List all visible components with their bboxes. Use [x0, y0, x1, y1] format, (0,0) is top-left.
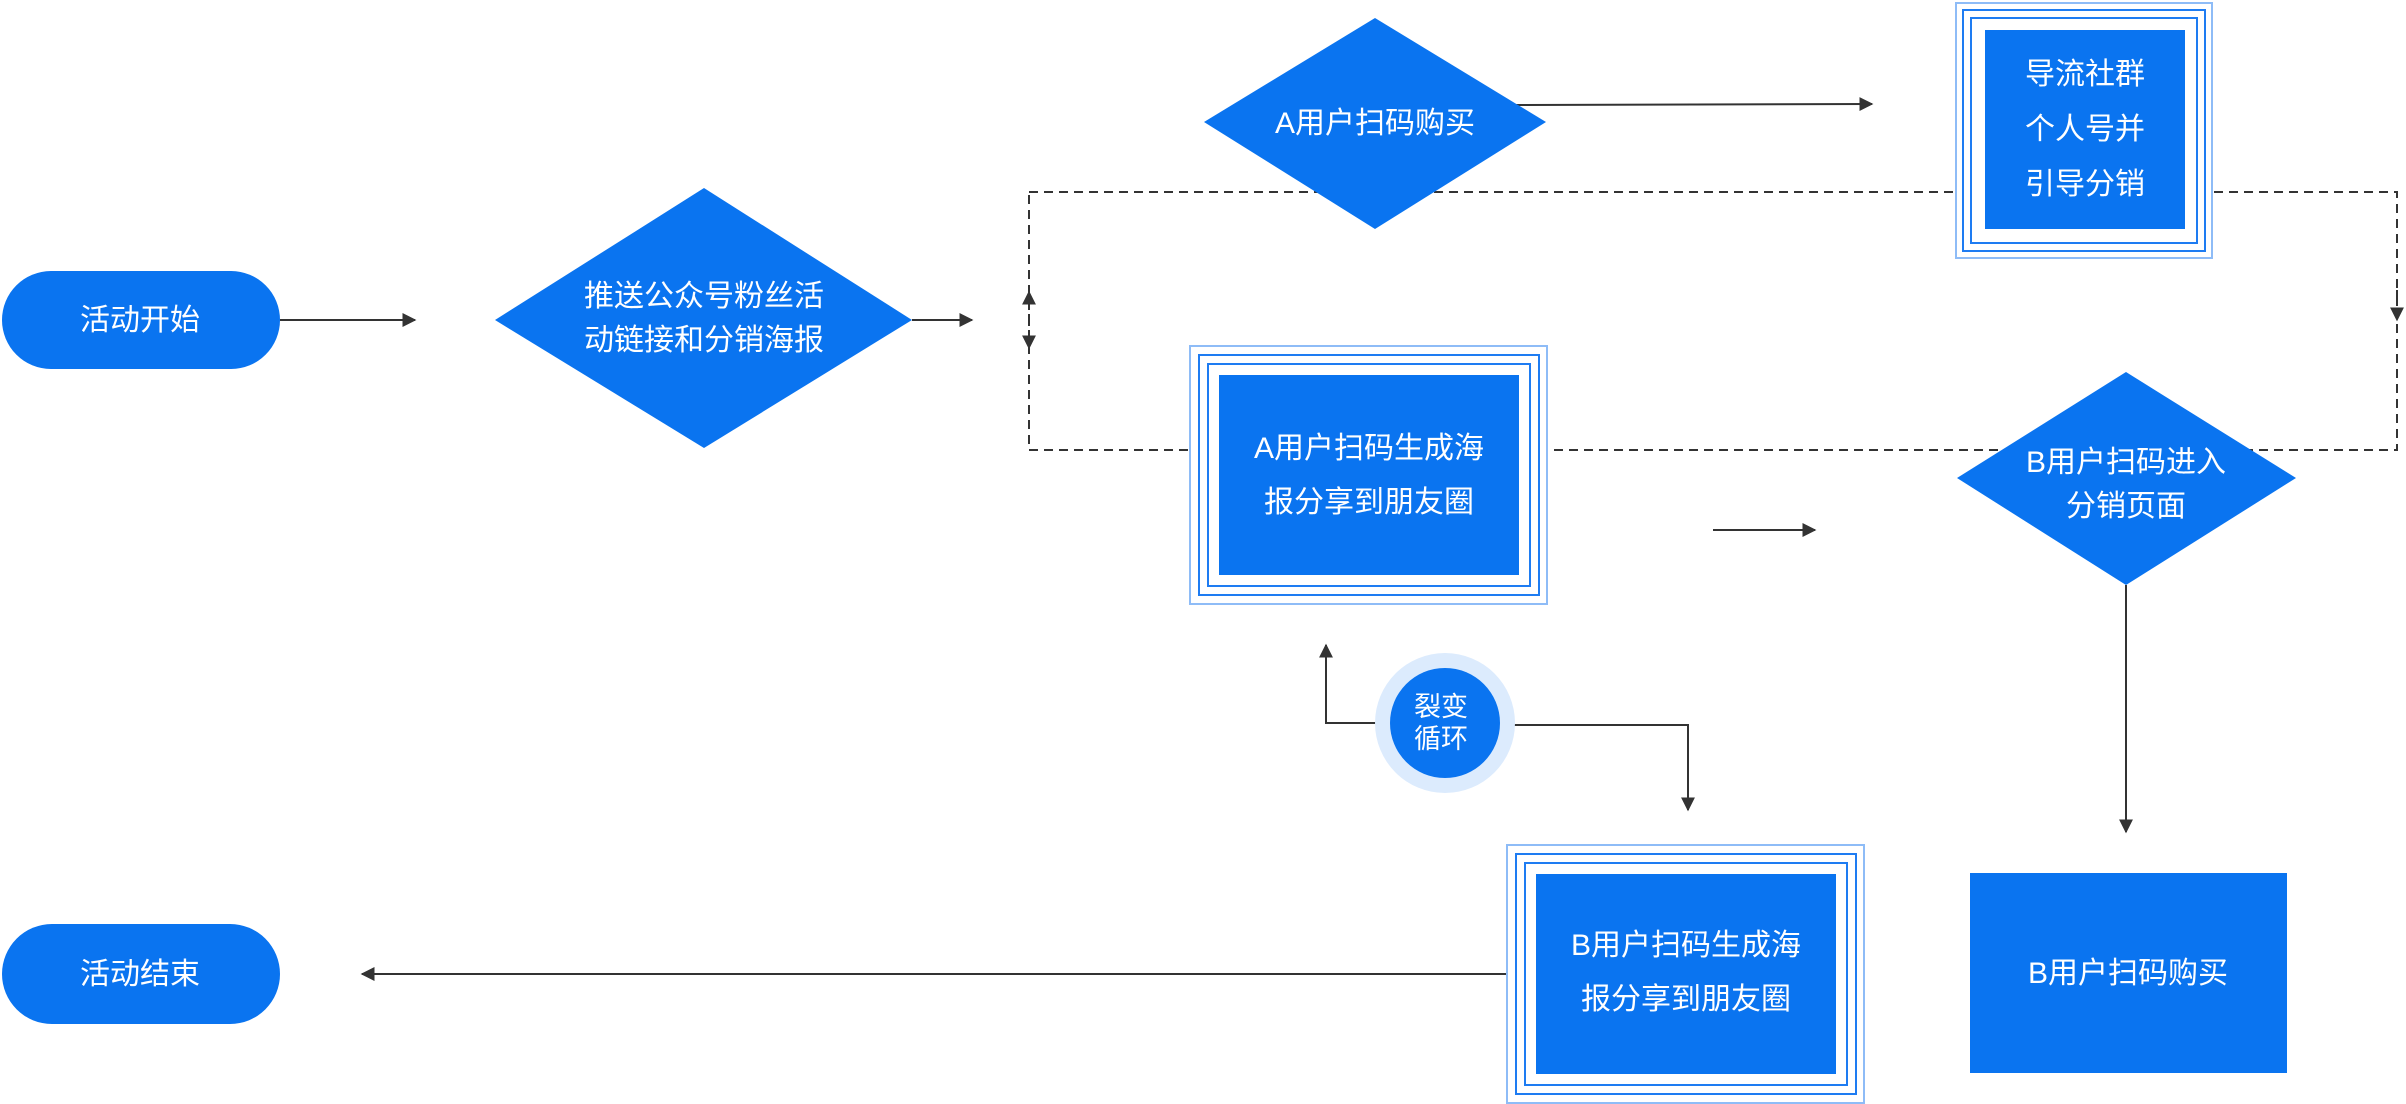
node-push-label-1: 推送公众号粉丝活	[584, 280, 824, 313]
node-b-poster: B用户扫码生成海 报分享到朋友圈	[1506, 844, 1865, 1104]
node-b-enter-label-1: B用户扫码进入	[2026, 446, 2226, 479]
node-guide: 导流社群 个人号并 引导分销	[1955, 2, 2213, 259]
node-a-poster-label-1: A用户扫码生成海	[1254, 432, 1484, 465]
node-start-label: 活动开始	[80, 304, 200, 337]
node-b-enter: B用户扫码进入 分销页面	[1957, 372, 2296, 585]
node-start: 活动开始	[2, 271, 280, 369]
node-loop-label-1: 裂变	[1414, 692, 1468, 722]
node-a-poster: A用户扫码生成海 报分享到朋友圈	[1189, 345, 1548, 605]
node-push-label-2: 动链接和分销海报	[584, 324, 824, 357]
node-end-label: 活动结束	[80, 958, 200, 991]
node-b-poster-label-1: B用户扫码生成海	[1571, 929, 1801, 962]
node-b-buy-label: B用户扫码购买	[2028, 957, 2228, 990]
node-loop-label-2: 循环	[1414, 724, 1468, 754]
node-b-poster-label-2: 报分享到朋友圈	[1581, 983, 1791, 1016]
node-a-buy: A用户扫码购买	[1204, 18, 1546, 229]
node-guide-label-2: 个人号并	[2025, 113, 2145, 146]
node-end: 活动结束	[2, 924, 280, 1024]
node-b-buy: B用户扫码购买	[1970, 873, 2287, 1073]
edge-abuy-to-guide	[1514, 97, 1874, 112]
node-a-buy-label: A用户扫码购买	[1275, 107, 1475, 140]
node-guide-label-1: 导流社群	[2025, 58, 2145, 91]
node-guide-label-3: 引导分销	[2025, 168, 2145, 201]
node-loop: 裂变 循环	[1375, 653, 1515, 793]
node-b-enter-label-2: 分销页面	[2066, 490, 2186, 523]
edge-loop-to-bposter	[1512, 724, 1695, 812]
edge-loop-to-aposter	[1319, 643, 1378, 724]
node-push: 推送公众号粉丝活 动链接和分销海报	[495, 188, 912, 448]
node-a-poster-label-2: 报分享到朋友圈	[1264, 486, 1474, 519]
